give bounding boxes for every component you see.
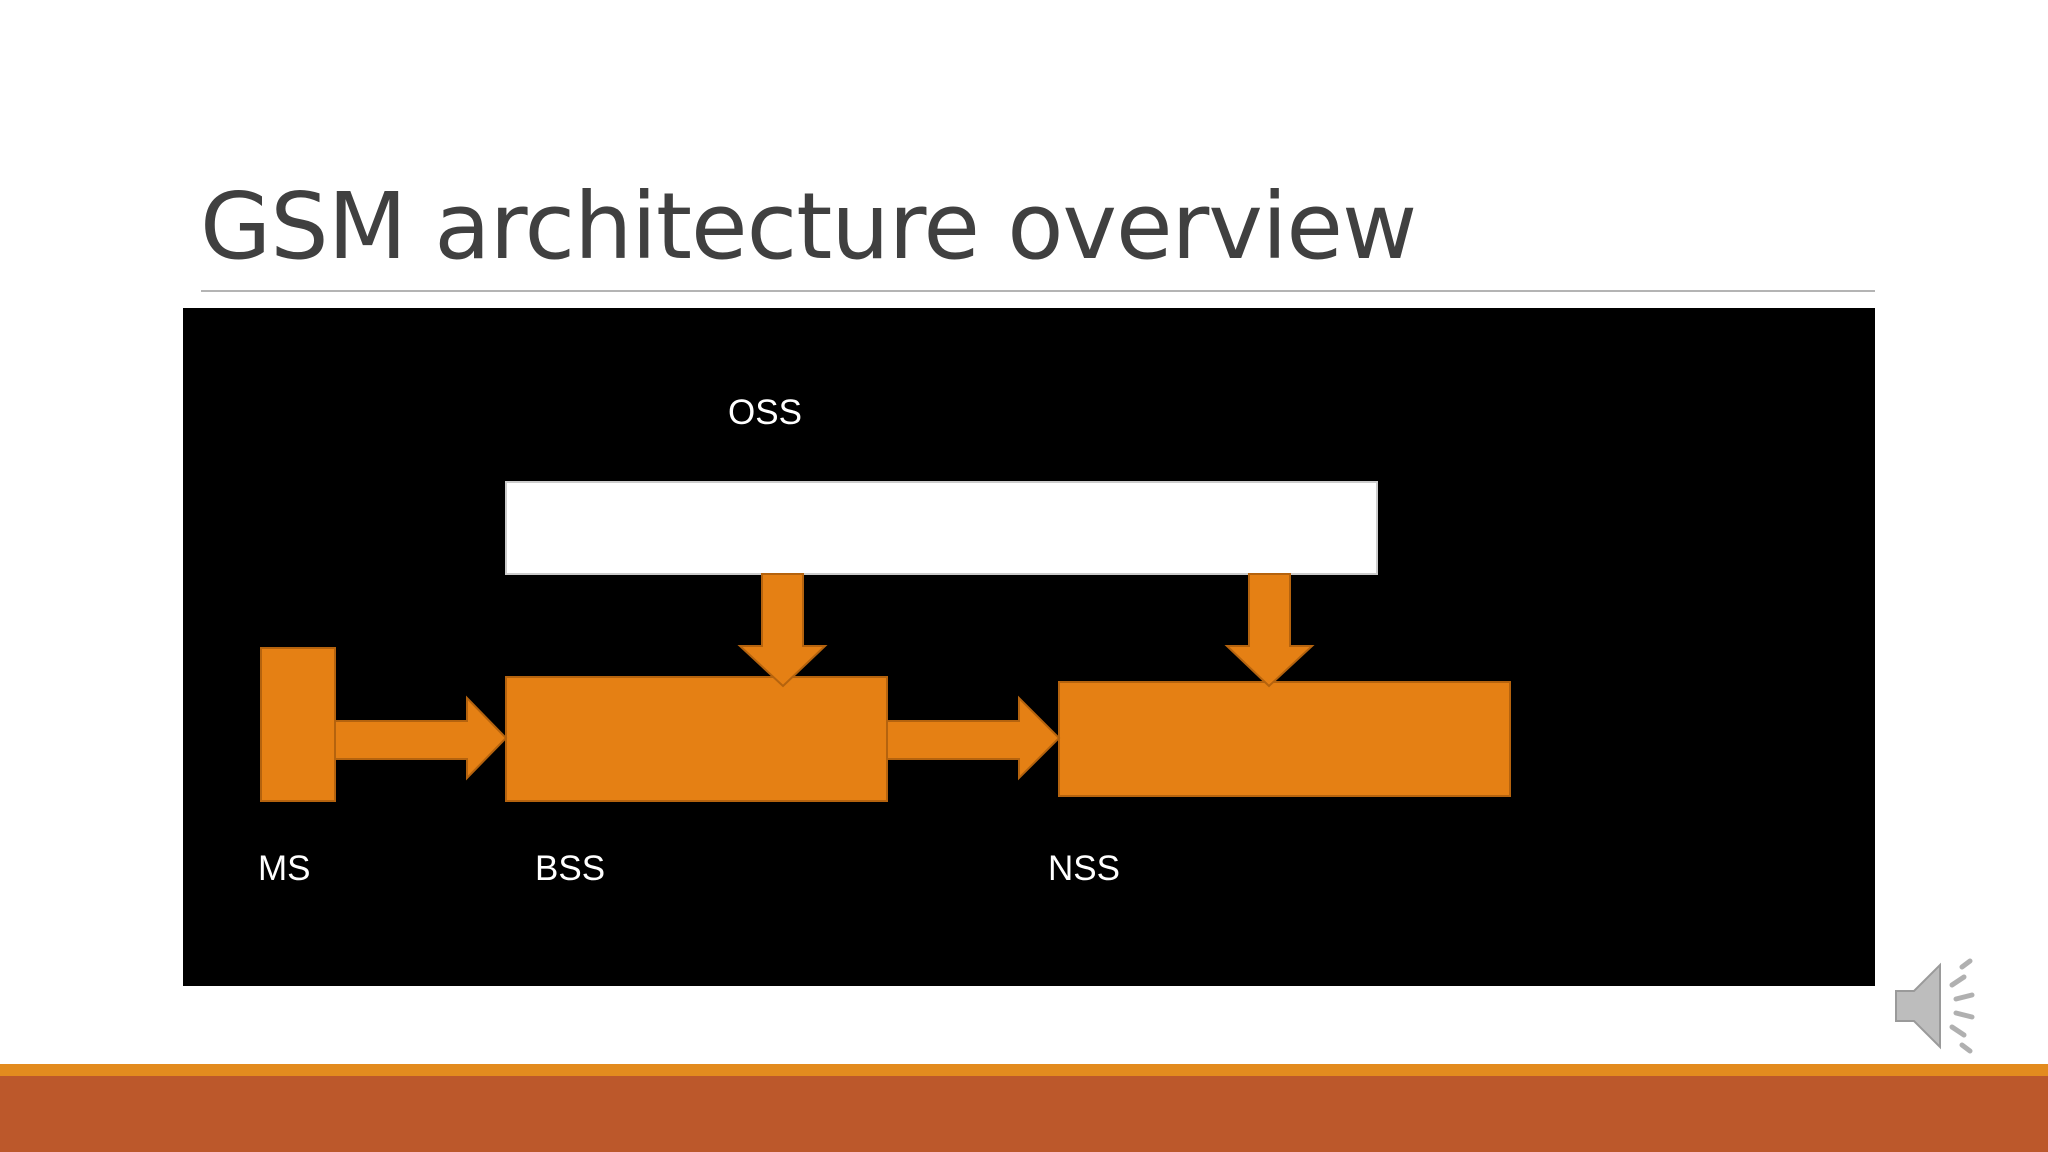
diagram-shapes [260,481,1511,802]
ms-label: MS [258,849,311,888]
bss-label: BSS [535,849,606,888]
nss-block [1058,681,1511,797]
bss-to-nss-arrow [886,695,1061,781]
oss-block [505,481,1378,575]
nss-label: NSS [1048,849,1120,888]
ms-block [260,647,336,802]
oss-to-nss-arrow [1224,573,1315,688]
oss-label: OSS [728,393,802,432]
bss-block [505,676,888,802]
oss-to-bss-arrow [737,573,828,688]
speaker-audio-icon[interactable] [1892,955,1992,1055]
footer-stripe [0,1064,2048,1076]
speaker-glyph [1895,958,1975,1054]
slide-title: GSM architecture overview [200,173,1417,280]
ms-to-bss-arrow [334,695,508,781]
title-divider [201,290,1875,292]
footer-band [0,1076,2048,1152]
gsm-diagram: OSS MS BSS NSS [183,308,1875,986]
